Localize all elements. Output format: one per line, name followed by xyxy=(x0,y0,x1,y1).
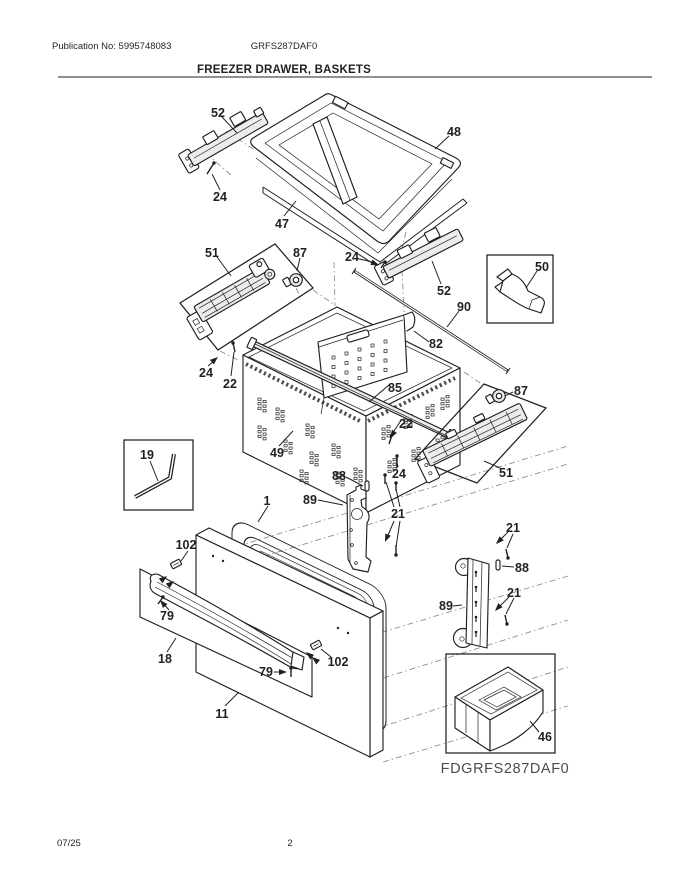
arrowhead-0 xyxy=(209,357,218,365)
callout-52-right: 52 xyxy=(437,284,451,298)
slide-rail-52-right xyxy=(373,227,464,286)
screw-pin-9 xyxy=(504,614,509,626)
callout-1: 1 xyxy=(264,494,271,508)
callout-21-center: 21 xyxy=(391,507,405,521)
fasteners xyxy=(157,161,510,677)
publication-number: Publication No: 5995748083 xyxy=(52,41,171,52)
callout-21-right-bottom: 21 xyxy=(507,586,521,600)
arrowhead-4 xyxy=(496,536,504,544)
projection-lines-upper xyxy=(205,130,484,386)
callout-87-left: 87 xyxy=(293,246,307,260)
callout-24-mid: 24 xyxy=(345,250,359,264)
arrowhead-2 xyxy=(390,429,397,438)
callout-49: 49 xyxy=(270,446,284,460)
handle-panel-18 xyxy=(139,568,313,698)
diagram-code: FDGRFS287DAF0 xyxy=(441,761,570,777)
arrowhead-3 xyxy=(385,533,391,542)
hinge-bracket-89-center xyxy=(346,484,372,573)
callout-47: 47 xyxy=(275,217,289,231)
callout-21-right-top: 21 xyxy=(506,521,520,535)
screw-pin-6 xyxy=(394,481,398,491)
screw-pin-8 xyxy=(505,548,510,560)
callout-22-left: 22 xyxy=(223,377,237,391)
basket-perforations xyxy=(257,395,450,487)
callout-90: 90 xyxy=(457,300,471,314)
callout-labels: 52 48 24 47 51 87 24 50 52 90 82 24 22 85 87 22 49 19 24 51… xyxy=(140,106,552,744)
screw-pin-1 xyxy=(231,341,236,353)
callout-50: 50 xyxy=(535,260,549,274)
bracket-spine-screws xyxy=(474,570,478,637)
roller-87-left xyxy=(282,273,303,288)
callout-89-right: 89 xyxy=(439,599,453,613)
callout-82: 82 xyxy=(429,337,443,351)
callout-19: 19 xyxy=(140,448,154,462)
callout-102-left: 102 xyxy=(176,538,197,552)
bracket-50-box xyxy=(486,254,554,324)
callout-46: 46 xyxy=(538,730,552,744)
callout-48: 48 xyxy=(447,125,461,139)
screw-pin-2 xyxy=(380,260,387,269)
callout-51-right: 51 xyxy=(499,466,513,480)
callout-24-top-left: 24 xyxy=(213,190,227,204)
model-number: GRFS287DAF0 xyxy=(251,41,318,52)
clip-102-right xyxy=(309,639,323,651)
callout-24-right: 24 xyxy=(392,467,406,481)
screw-pin-7 xyxy=(394,545,398,557)
hinge-bracket-89-right xyxy=(452,557,490,649)
rail-assembly-51-left xyxy=(179,243,314,351)
callout-24-left: 24 xyxy=(199,366,213,380)
callout-89-center: 89 xyxy=(303,493,317,507)
clip-102-left xyxy=(169,558,183,570)
allen-key-19-box xyxy=(123,439,194,511)
callout-88-center: 88 xyxy=(332,469,346,483)
footer-page-number: 2 xyxy=(287,838,292,849)
arrowhead-1 xyxy=(370,259,379,266)
divider-holes xyxy=(331,339,388,388)
arrowhead-5 xyxy=(495,603,503,611)
ice-bin-46-box xyxy=(445,653,556,754)
arrowhead-10 xyxy=(306,652,315,660)
callout-51-left: 51 xyxy=(205,246,219,260)
page-title: FREEZER DRAWER, BASKETS xyxy=(197,64,371,76)
callout-22-right: 22 xyxy=(399,417,413,431)
screw-pin-0 xyxy=(206,161,216,175)
pull-rod-90 xyxy=(351,267,511,375)
callout-11: 11 xyxy=(215,707,228,721)
callout-79-left: 79 xyxy=(160,609,174,623)
screw-pin-4 xyxy=(395,454,399,468)
callout-79-right: 79 xyxy=(259,665,273,679)
arrowhead-11 xyxy=(312,657,321,665)
roller-87-right xyxy=(485,389,506,405)
upper-basket-48 xyxy=(250,93,462,254)
arrowhead-8 xyxy=(158,576,167,584)
callout-102-right: 102 xyxy=(328,655,349,669)
footer-date: 07/25 xyxy=(57,838,81,849)
pin-88-right xyxy=(495,559,501,571)
slide-rail-52-left xyxy=(178,106,269,174)
arrowhead-7 xyxy=(279,669,287,675)
callout-52-top: 52 xyxy=(211,106,225,120)
pin-88-center xyxy=(364,480,370,492)
rail-assembly-51-right xyxy=(413,383,548,484)
callout-88-right: 88 xyxy=(515,561,529,575)
arrowhead-6 xyxy=(160,600,168,609)
callout-85: 85 xyxy=(388,381,402,395)
screw-pin-5 xyxy=(383,473,387,484)
callout-18: 18 xyxy=(158,652,172,666)
arrowhead-9 xyxy=(165,581,174,589)
callout-87-right: 87 xyxy=(514,384,528,398)
leader-lines xyxy=(149,116,540,733)
screw-pin-11 xyxy=(289,666,293,677)
